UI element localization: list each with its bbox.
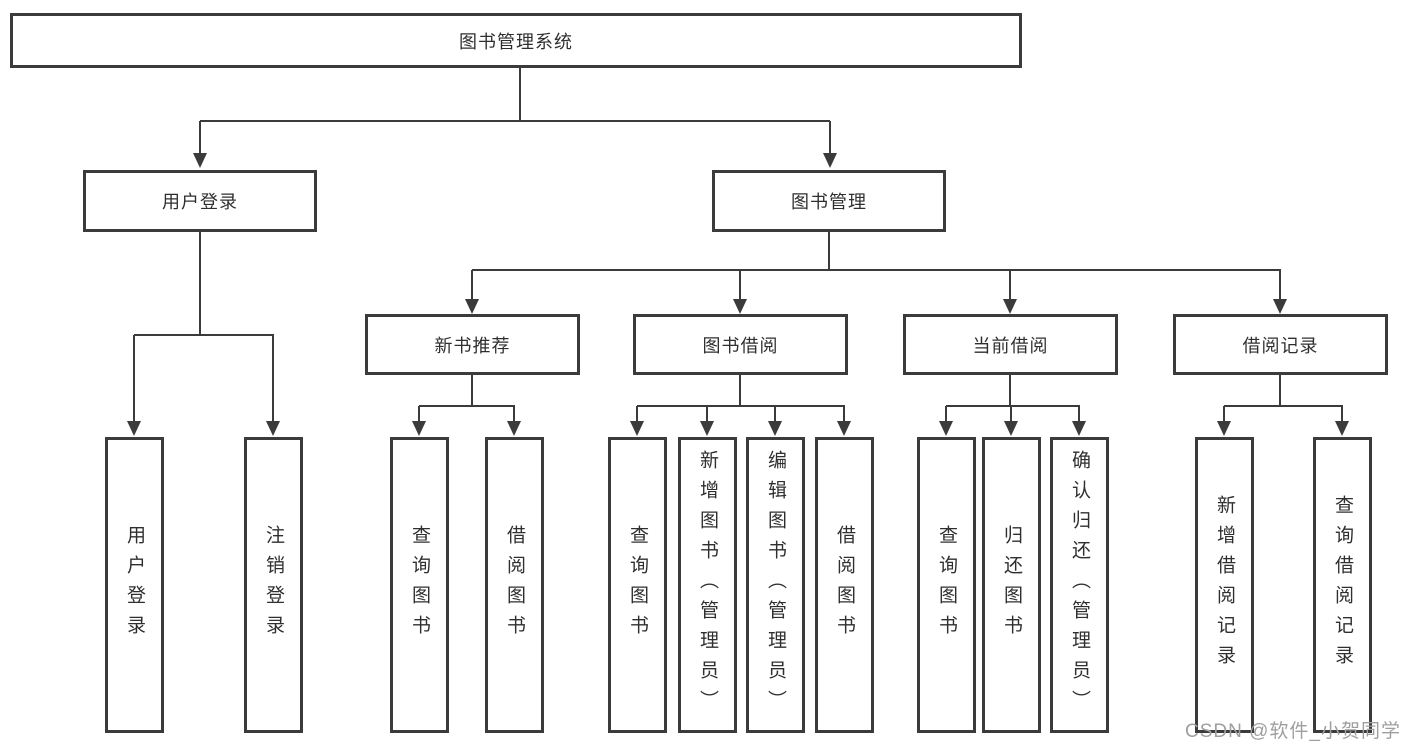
node-book-borrow: 图书借阅 [633,314,848,375]
leaf-add-borrow-record: 新增借阅记录 [1195,437,1254,733]
node-book-borrow-label: 图书借阅 [702,335,779,356]
leaf-add-borrow-record-label: 新增借阅记录 [1214,495,1235,675]
arrow-stem-new-book [471,270,473,300]
leaf-current-query-books-label: 查询图书 [936,525,957,645]
leaf-add-book-admin: 新增图书（管理员） [678,437,737,733]
arrow-head-current-query-icon [939,421,953,436]
arrow-stem-leaf-user-login [133,335,135,422]
arrow-stem-current-query [945,406,947,422]
arrow-stem-book-management [829,121,831,154]
leaf-newbook-borrow-books: 借阅图书 [485,437,544,733]
leaf-newbook-query-books: 查询图书 [390,437,449,733]
leaf-edit-book-admin: 编辑图书（管理员） [746,437,805,733]
leaf-query-borrow-record-label: 查询借阅记录 [1332,495,1353,675]
connector-root-trunk [519,68,521,121]
arrow-head-book-borrow-icon [733,299,747,314]
leaf-logout-label: 注销登录 [263,525,284,645]
arrow-head-record-add-icon [1217,421,1231,436]
node-borrow-records: 借阅记录 [1173,314,1388,375]
node-new-book-recommend-label: 新书推荐 [434,335,511,356]
node-current-borrow-label: 当前借阅 [972,335,1049,356]
connector-root-bus [200,120,830,122]
leaf-borrow-borrow-books-label: 借阅图书 [834,525,855,645]
connector-borrow-bus [637,405,845,407]
node-borrow-records-label: 借阅记录 [1242,335,1319,356]
connector-current-bus [946,405,1080,407]
leaf-logout: 注销登录 [244,437,303,733]
connector-record-trunk [1279,375,1281,406]
node-book-management: 图书管理 [712,170,946,232]
leaf-current-query-books: 查询图书 [917,437,976,733]
connector-newbook-bus [419,405,515,407]
arrow-head-newbook-query-icon [412,421,426,436]
node-book-management-label: 图书管理 [791,192,867,212]
arrow-stem-borrow-borrow [843,406,845,422]
node-root: 图书管理系统 [10,13,1022,68]
leaf-borrow-query-books-label: 查询图书 [627,525,648,645]
connector-user-bus [134,334,274,336]
leaf-confirm-return-admin: 确认归还（管理员） [1050,437,1109,733]
leaf-add-book-admin-label: 新增图书（管理员） [697,450,718,720]
leaf-user-login: 用户登录 [105,437,164,733]
leaf-user-login-label: 用户登录 [124,525,145,645]
arrow-head-current-return-icon [1004,421,1018,436]
connector-user-trunk [199,232,201,335]
arrow-head-new-book-icon [465,299,479,314]
connector-record-bus [1224,405,1343,407]
arrow-stem-newbook-borrow [513,406,515,422]
watermark-text: CSDN @软件_小贺同学 [1185,721,1401,742]
arrow-stem-current-borrow [1009,270,1011,300]
arrow-head-borrow-query-icon [630,421,644,436]
node-current-borrow: 当前借阅 [903,314,1118,375]
arrow-stem-borrow-records [1279,270,1281,300]
leaf-newbook-borrow-books-label: 借阅图书 [504,525,525,645]
arrow-head-borrow-add-icon [700,421,714,436]
leaf-return-book: 归还图书 [982,437,1041,733]
leaf-newbook-query-books-label: 查询图书 [409,525,430,645]
connector-borrow-trunk [739,375,741,406]
arrow-head-leaf-user-login-icon [127,421,141,436]
arrow-head-user-login-icon [193,153,207,168]
arrow-head-current-confirm-icon [1072,421,1086,436]
arrow-head-borrow-edit-icon [768,421,782,436]
arrow-stem-current-return [1010,406,1012,422]
arrow-stem-leaf-logout [272,335,274,422]
node-new-book-recommend: 新书推荐 [365,314,580,375]
arrow-head-newbook-borrow-icon [507,421,521,436]
connector-newbook-trunk [471,375,473,406]
connector-mgmt-trunk [828,232,830,271]
arrow-head-book-management-icon [823,153,837,168]
node-root-label: 图书管理系统 [459,31,573,52]
node-user-login: 用户登录 [83,170,317,232]
arrow-stem-record-add [1223,406,1225,422]
node-user-login-label: 用户登录 [162,192,238,212]
leaf-edit-book-admin-label: 编辑图书（管理员） [765,450,786,720]
arrow-stem-record-query [1341,406,1343,422]
arrow-stem-borrow-add [706,406,708,422]
arrow-head-current-borrow-icon [1003,299,1017,314]
arrow-head-borrow-borrow-icon [837,421,851,436]
arrow-stem-book-borrow [739,270,741,300]
leaf-borrow-borrow-books: 借阅图书 [815,437,874,733]
connector-current-trunk [1009,375,1011,406]
arrow-stem-newbook-query [418,406,420,422]
connector-mgmt-bus [472,269,1281,271]
leaf-borrow-query-books: 查询图书 [608,437,667,733]
leaf-query-borrow-record: 查询借阅记录 [1313,437,1372,733]
leaf-confirm-return-admin-label: 确认归还（管理员） [1069,450,1090,720]
arrow-stem-borrow-query [636,406,638,422]
arrow-stem-borrow-edit [774,406,776,422]
arrow-head-borrow-records-icon [1273,299,1287,314]
arrow-head-leaf-logout-icon [266,421,280,436]
arrow-stem-current-confirm [1078,406,1080,422]
arrow-stem-user-login [199,121,201,154]
leaf-return-book-label: 归还图书 [1001,525,1022,645]
arrow-head-record-query-icon [1335,421,1349,436]
